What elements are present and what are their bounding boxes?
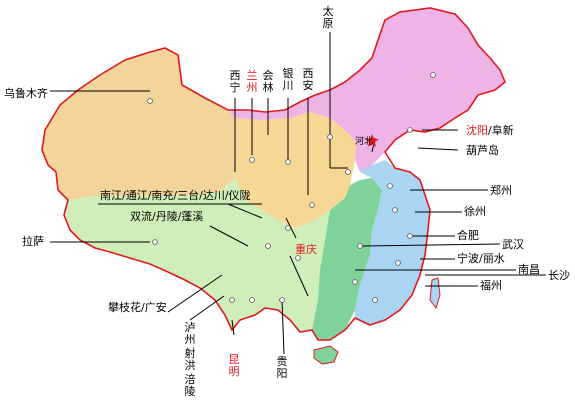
label-wuhan: 武汉 (502, 238, 524, 251)
city-marker-icon (147, 98, 153, 104)
city-marker-icon (407, 233, 413, 239)
label-sichuan-group: 南江/通江/南充/三台/达川/仪陇 (100, 189, 251, 202)
city-marker-icon (309, 202, 315, 208)
label-panzhihua: 攀枝花/广安 (108, 301, 167, 314)
label-hebei: 河北 (355, 137, 374, 147)
city-marker-icon (285, 225, 291, 231)
region-southwest (64, 178, 330, 332)
label-lanzhou: 兰州 (246, 69, 258, 94)
label-luzhou: 泸州 (184, 321, 196, 346)
city-marker-icon (285, 159, 291, 165)
city-marker-icon (249, 297, 255, 303)
label-shenyang-fuxin: 沈阳/阜新 (466, 125, 514, 137)
label-huludao: 葫芦岛 (466, 144, 499, 157)
city-marker-icon (372, 297, 378, 303)
city-marker-icon (279, 297, 285, 303)
label-zhengzhou: 郑州 (490, 184, 512, 197)
label-hefei: 合肥 (457, 229, 479, 242)
label-fuzhou: 福州 (480, 279, 502, 292)
label-kunming: 昆明 (228, 353, 240, 378)
label-nanchang: 南昌 (518, 263, 540, 276)
city-marker-icon (327, 134, 333, 140)
region-east (355, 160, 430, 325)
label-taiyuan: 太原 (322, 5, 334, 30)
city-marker-icon (249, 157, 255, 163)
label-ningbo-lishui: 宁波/丽水 (457, 252, 505, 265)
city-marker-icon (345, 169, 351, 175)
city-marker-icon (395, 260, 401, 266)
region-north (228, 8, 505, 172)
label-xian: 西安 (302, 67, 314, 92)
city-marker-icon (430, 72, 436, 78)
label-chongqing: 重庆 (295, 243, 317, 256)
label-urumqi: 乌鲁木齐 (4, 87, 48, 100)
label-shuangliu-group: 双流/丹陵/蓬溪 (130, 210, 204, 223)
city-marker-icon (357, 243, 363, 249)
city-marker-icon (392, 207, 398, 213)
label-xining: 西宁 (229, 69, 241, 94)
label-fuling: 涪陵 (184, 373, 196, 398)
city-markers (147, 72, 436, 303)
label-huilin: 会林 (262, 69, 274, 94)
label-shehong: 射洪 (184, 347, 196, 372)
city-marker-icon (152, 239, 158, 245)
label-shenyang: 沈阳 (466, 124, 488, 137)
region-northwest-center (234, 112, 356, 228)
label-xuzhou: 徐州 (464, 205, 486, 218)
leader-lines (50, 32, 546, 355)
city-marker-icon (295, 255, 301, 261)
label-guiyang: 贵阳 (276, 355, 288, 380)
capital-star-icon (365, 134, 379, 147)
national-border (41, 7, 506, 341)
label-lhasa: 拉萨 (22, 235, 44, 248)
region-northwest-west (42, 48, 240, 200)
city-marker-icon (387, 183, 393, 189)
label-yinchuan: 银川 (282, 67, 294, 92)
city-marker-icon (265, 243, 271, 249)
city-marker-icon (229, 297, 235, 303)
label-changsha: 长沙 (548, 269, 570, 282)
hainan-island (313, 345, 339, 365)
city-marker-icon (352, 279, 358, 285)
city-marker-icon (407, 127, 413, 133)
region-central (312, 178, 382, 340)
taiwan-island (429, 277, 441, 310)
label-fuxin: /阜新 (488, 124, 514, 137)
